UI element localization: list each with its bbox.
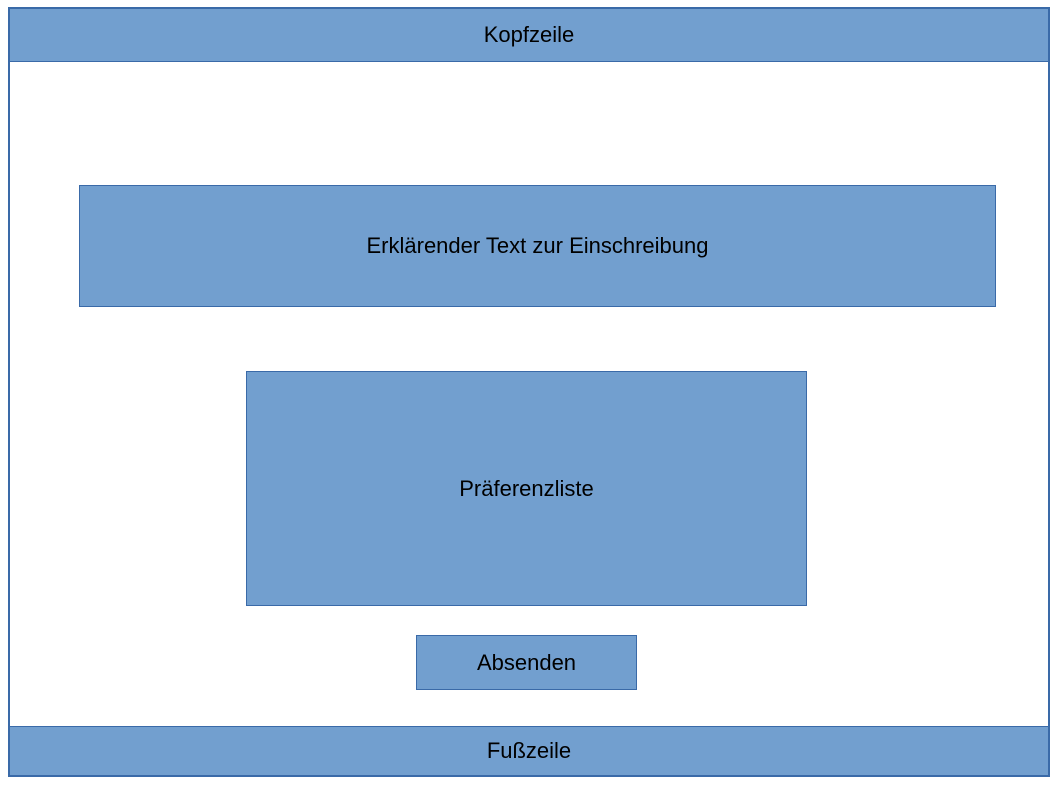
submit-button-label: Absenden <box>476 649 577 675</box>
preference-list-label: Präferenzliste <box>459 475 594 501</box>
footer-label: Fußzeile <box>486 738 572 763</box>
header-label: Kopfzeile <box>483 22 575 47</box>
preference-list-box[interactable]: Präferenzliste <box>246 371 807 606</box>
enrollment-explanation-label: Erklärender Text zur Einschreibung <box>366 233 709 258</box>
header-bar: Kopfzeile <box>10 9 1048 62</box>
page-frame: Kopfzeile Erklärender Text zur Einschrei… <box>8 7 1050 777</box>
footer-bar: Fußzeile <box>10 726 1048 775</box>
submit-button[interactable]: Absenden <box>416 635 637 690</box>
enrollment-explanation-box: Erklärender Text zur Einschreibung <box>79 185 996 307</box>
